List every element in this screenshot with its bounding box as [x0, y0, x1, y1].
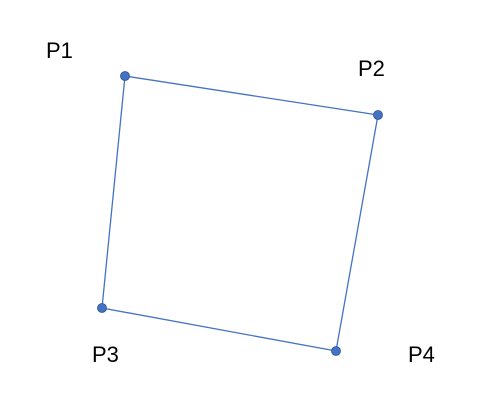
- point-group: [97, 71, 383, 356]
- edge-p1-p2: [124, 75, 379, 116]
- label-p4: P4: [408, 342, 435, 367]
- label-p2: P2: [358, 56, 385, 81]
- edge-p4-p3: [101, 307, 337, 352]
- label-p3: P3: [92, 342, 119, 367]
- label-p1: P1: [46, 38, 73, 63]
- edge-p2-p4: [335, 114, 379, 352]
- point-p1: [120, 71, 130, 81]
- point-p4: [331, 346, 341, 356]
- point-p3: [97, 303, 107, 313]
- edge-p3-p1: [101, 75, 126, 309]
- point-p2: [373, 110, 383, 120]
- edge-group: [101, 75, 379, 352]
